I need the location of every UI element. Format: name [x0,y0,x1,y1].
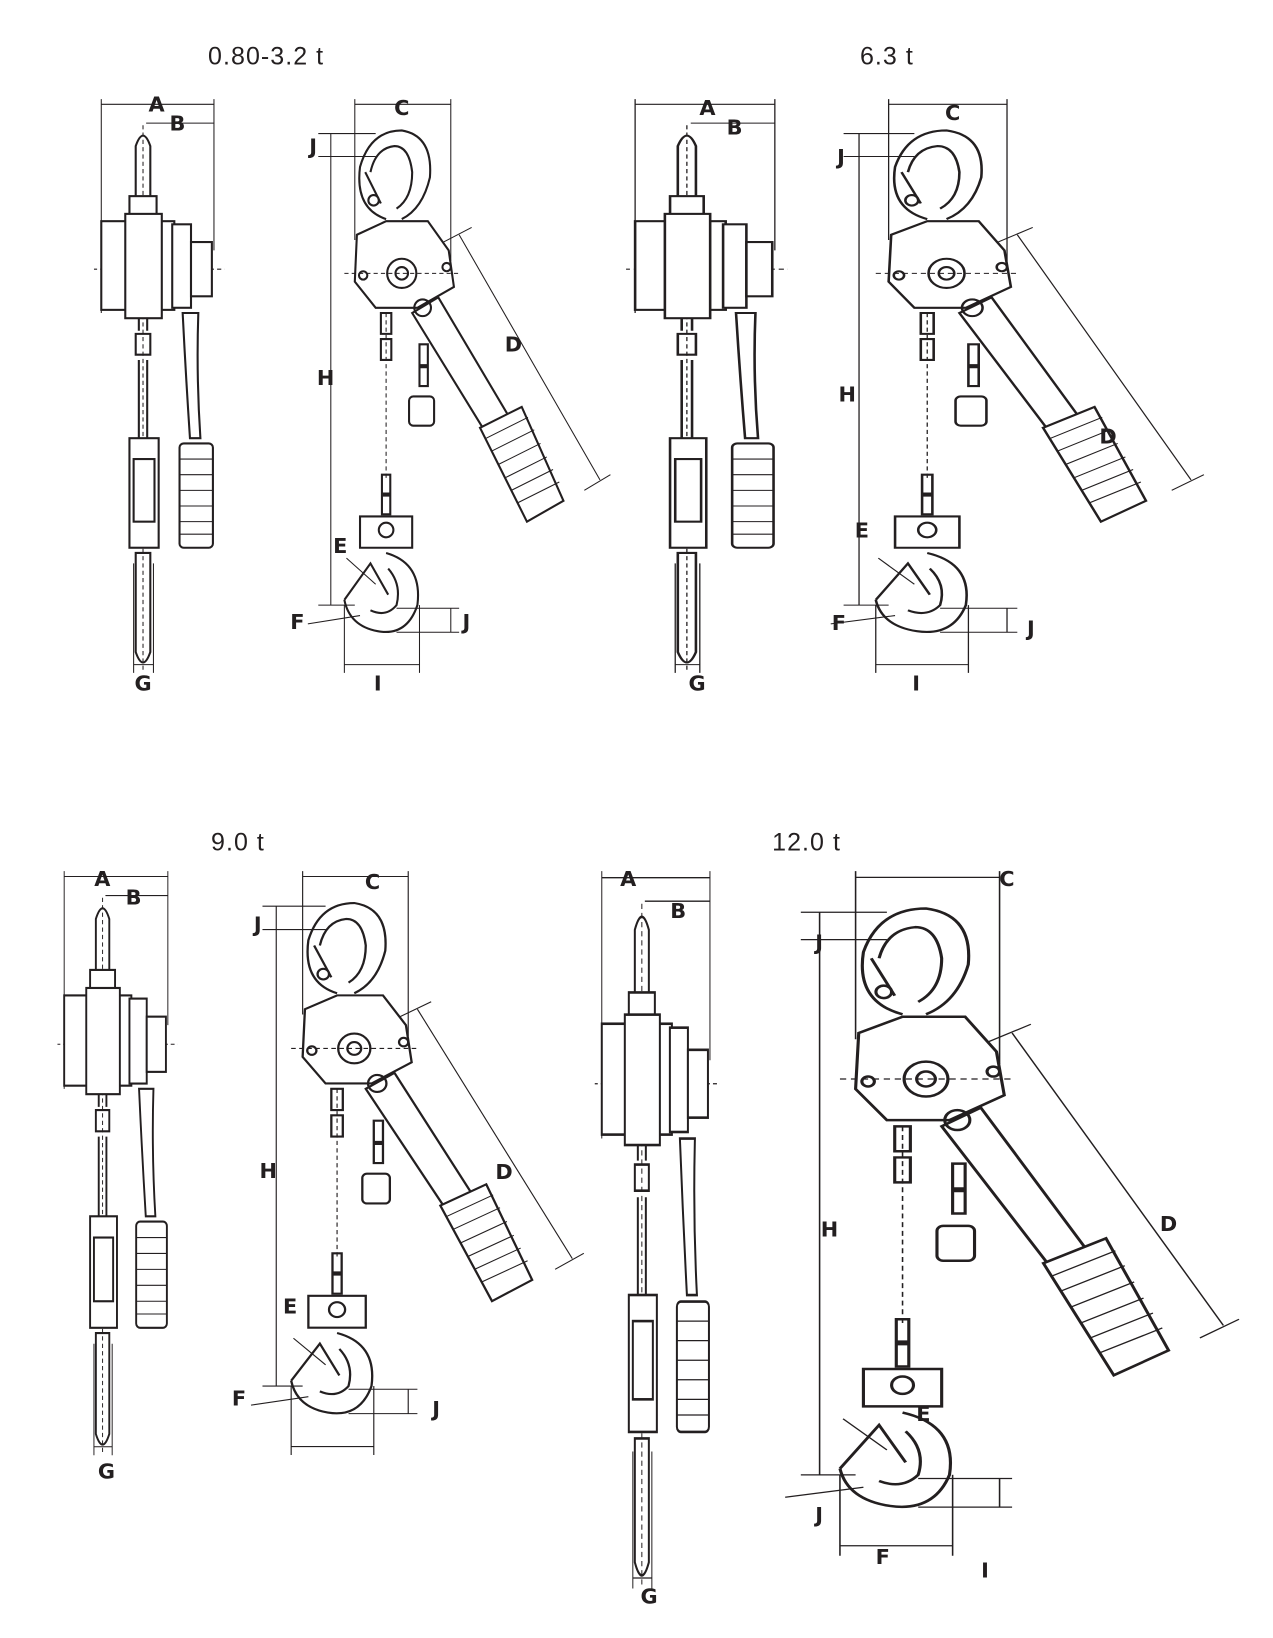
dim-label-j-top: J [835,145,845,169]
dim-label-h: H [821,1217,838,1241]
dim-label-h: H [317,366,334,390]
dim-label-c: C [365,870,380,894]
dim-label-j-bottom: J [1025,616,1035,640]
dim-label-e: E [855,518,869,542]
dim-label-a: A [148,93,165,117]
dim-label-d: D [505,333,522,357]
front-view-drawing [829,99,1206,675]
dim-label-j-top: J [307,134,317,158]
dim-label-d: D [495,1160,512,1184]
dim-label-j-top: J [813,930,823,954]
dim-label-g: G [98,1459,115,1483]
dim-label-e: E [333,534,347,558]
dim-label-a: A [94,867,111,891]
side-view-drawing [594,871,720,1590]
dim-label-g: G [134,672,151,696]
dim-label-f: F [832,611,846,635]
dim-label-i: I [912,672,920,696]
panel-9-0t: 9.0 t A B C J H D E F J G [57,828,585,1483]
panel-6-3t: 6.3 t A B C J H D E F J G I [626,43,1206,696]
dim-label-h: H [259,1159,276,1183]
dim-label-c: C [999,867,1014,891]
dim-label-a: A [620,867,637,891]
dim-label-f: F [290,610,304,634]
dim-label-h: H [839,383,856,407]
dim-label-b: B [126,886,142,910]
dim-label-e: E [916,1402,930,1426]
dim-label-f: F [876,1545,890,1569]
dim-label-j-bottom: J [461,610,471,634]
dim-label-i: I [981,1558,989,1582]
dim-label-g: G [640,1585,657,1609]
panel-12-0t: 12.0 t A B C J H D E J F I G [594,828,1241,1609]
dim-label-b: B [670,899,686,923]
side-view-drawing [93,99,225,674]
dim-label-c: C [945,101,960,125]
side-view-drawing [57,871,178,1457]
panel-title: 9.0 t [211,828,265,856]
dim-label-b: B [727,116,743,140]
panel-title: 6.3 t [860,43,914,71]
front-view-drawing [249,871,585,1457]
panel-title: 12.0 t [772,828,841,856]
dim-label-g: G [688,672,705,696]
dim-label-b: B [169,111,185,135]
front-view-drawing [306,99,612,674]
dim-label-f: F [232,1386,246,1410]
dim-label-d: D [1099,424,1116,448]
dim-label-j-bottom: J [813,1503,823,1527]
dim-label-j-top: J [252,913,262,937]
dim-label-c: C [394,96,409,120]
dim-label-i: I [374,672,382,696]
dim-label-e: E [283,1295,297,1319]
side-view-drawing [626,99,788,675]
dim-label-d: D [1160,1212,1177,1236]
panel-0-80-3-2t: 0.80-3.2 t A B C J H D E F J G I [93,43,612,696]
dim-label-j-bottom: J [430,1397,440,1421]
dim-label-a: A [699,96,716,120]
panel-title: 0.80-3.2 t [208,43,324,71]
